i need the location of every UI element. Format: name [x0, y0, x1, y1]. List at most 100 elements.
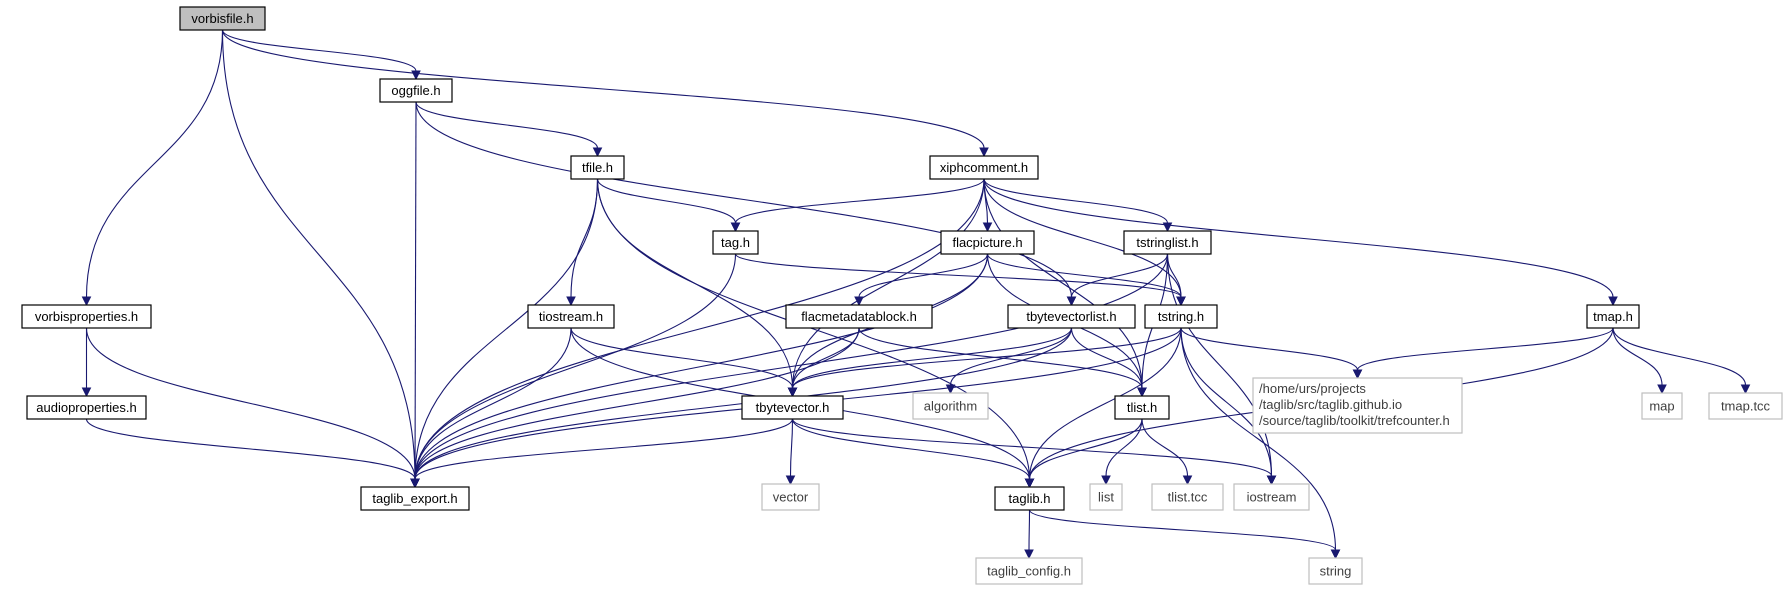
node-tlist-h[interactable]: tlist.h — [1114, 395, 1170, 420]
node-tstring-h[interactable]: tstring.h — [1144, 304, 1218, 329]
node-tlist-tcc: tlist.tcc — [1151, 483, 1224, 511]
nodes-layer: vorbisfile.h oggfile.h xiphcomment.h tfile.… — [21, 6, 1783, 585]
edge-line — [85, 418, 416, 480]
node-label: tbytevector.h — [756, 400, 830, 415]
edge-line — [791, 418, 1031, 480]
node-box — [1151, 483, 1224, 511]
edge-tfile-h-to-tiostream-h — [566, 178, 599, 307]
edge-line — [983, 178, 1614, 298]
edge-line — [85, 29, 224, 298]
edge-line — [1028, 418, 1143, 480]
edge-line — [1028, 509, 1031, 551]
edge-line — [1028, 327, 1182, 480]
edge-line — [734, 253, 1182, 298]
node-tbytevectorlist-h[interactable]: tbytevectorlist.h — [1007, 304, 1136, 329]
node-label: taglib_config.h — [987, 564, 1071, 579]
edge-line — [791, 327, 1182, 389]
edge-line — [1141, 418, 1189, 477]
node-tag-h[interactable]: tag.h — [712, 230, 759, 255]
node-box — [179, 6, 266, 31]
edge-tstringlist-h-to-taglib-export-h — [410, 253, 1169, 489]
node-box — [1586, 304, 1640, 329]
edge-tfile-h-to-tag-h — [596, 178, 741, 233]
edge-arrowhead — [787, 387, 798, 398]
node-box — [1089, 483, 1123, 511]
node-flacmetadatablock-h[interactable]: flacmetadatablock.h — [785, 304, 933, 329]
edge-tstringlist-h-to-iostream — [1166, 253, 1277, 486]
node-box — [940, 230, 1035, 255]
edge-line — [85, 327, 416, 480]
node-tmap-h[interactable]: tmap.h — [1586, 304, 1640, 329]
edge-vorbisfile-h-to-oggfile-h — [221, 29, 421, 81]
node-tbytevector-h[interactable]: tbytevector.h — [741, 395, 844, 420]
node-label: tlist.h — [1127, 400, 1157, 415]
edge-oggfile-h-to-tfile-h — [415, 101, 603, 158]
node-box — [360, 486, 470, 511]
edge-arrowhead — [982, 222, 993, 233]
node-map: map — [1641, 392, 1683, 420]
edge-taglib-h-to-taglib-config-h — [1024, 509, 1034, 560]
edge-line — [983, 178, 1182, 298]
node-list: list — [1089, 483, 1123, 511]
node-box — [379, 78, 453, 103]
node-iostream: iostream — [1233, 483, 1310, 511]
node-taglib-export-h[interactable]: taglib_export.h — [360, 486, 470, 511]
node-tiostream-h[interactable]: tiostream.h — [527, 304, 615, 329]
node-box — [1123, 230, 1212, 255]
edge-arrowhead — [730, 222, 741, 233]
node-label: tstring.h — [1158, 309, 1204, 324]
node-tstringlist-h[interactable]: tstringlist.h — [1123, 230, 1212, 255]
node-box — [1007, 304, 1136, 329]
edge-tbytevectorlist-h-to-tlist-h — [1070, 327, 1147, 398]
node-label: vorbisfile.h — [191, 11, 253, 26]
node-label: flacpicture.h — [952, 235, 1022, 250]
node-oggfile-h[interactable]: oggfile.h — [379, 78, 453, 103]
edge-tbytevector-h-to-taglib-h — [791, 418, 1035, 489]
node-xiphcomment-h[interactable]: xiphcomment.h — [929, 155, 1039, 180]
node-box — [761, 483, 820, 511]
node-vorbisfile-h[interactable]: vorbisfile.h — [179, 6, 266, 31]
edge-arrowhead — [1024, 549, 1034, 560]
node-label: tiostream.h — [539, 309, 603, 324]
edge-tmap-h-to-map — [1612, 327, 1667, 395]
edge-arrowhead — [592, 147, 603, 158]
node-label: algorithm — [924, 399, 977, 414]
node-box — [975, 557, 1083, 585]
edge-line — [858, 253, 989, 298]
node-label: flacmetadatablock.h — [801, 309, 917, 324]
node-box — [929, 155, 1039, 180]
edge-line — [414, 178, 599, 480]
edge-taglib-h-to-string — [1028, 509, 1341, 560]
edge-xiphcomment-h-to-tmap-h — [983, 178, 1618, 307]
edge-arrowhead — [785, 475, 796, 486]
edge-vorbisproperties-h-to-audioproperties-h — [81, 328, 92, 398]
node-box — [1641, 392, 1683, 420]
edge-line — [858, 327, 1143, 389]
node-flacpicture-h[interactable]: flacpicture.h — [940, 230, 1035, 255]
edge-tlist-h-to-list — [1101, 418, 1143, 486]
node-box — [1144, 304, 1218, 329]
edge-line — [221, 29, 985, 149]
node-label: string — [1320, 564, 1352, 579]
edge-line — [1180, 327, 1359, 371]
edge-arrowhead — [1137, 387, 1147, 398]
edge-line — [986, 253, 1182, 298]
node-vorbisproperties-h[interactable]: vorbisproperties.h — [21, 304, 152, 329]
edge-line — [1612, 327, 1663, 386]
node-box — [1708, 392, 1783, 420]
node-vector: vector — [761, 483, 820, 511]
edge-tmap-h-to-trefcounter-h — [1352, 327, 1614, 380]
node-taglib-h[interactable]: taglib.h — [994, 486, 1065, 511]
node-audioproperties-h[interactable]: audioproperties.h — [26, 395, 147, 420]
node-label: tstringlist.h — [1136, 235, 1198, 250]
edges-layer — [81, 29, 1751, 560]
edge-line — [414, 253, 989, 480]
node-label-line: /source/taglib/toolkit/trefcounter.h — [1259, 413, 1450, 428]
node-box — [712, 230, 759, 255]
node-algorithm: algorithm — [912, 392, 989, 420]
edge-line — [1105, 418, 1143, 477]
node-tfile-h[interactable]: tfile.h — [570, 155, 625, 180]
node-box — [21, 304, 152, 329]
edge-arrowhead — [81, 296, 92, 307]
edge-flacpicture-h-to-taglib-export-h — [410, 253, 989, 489]
